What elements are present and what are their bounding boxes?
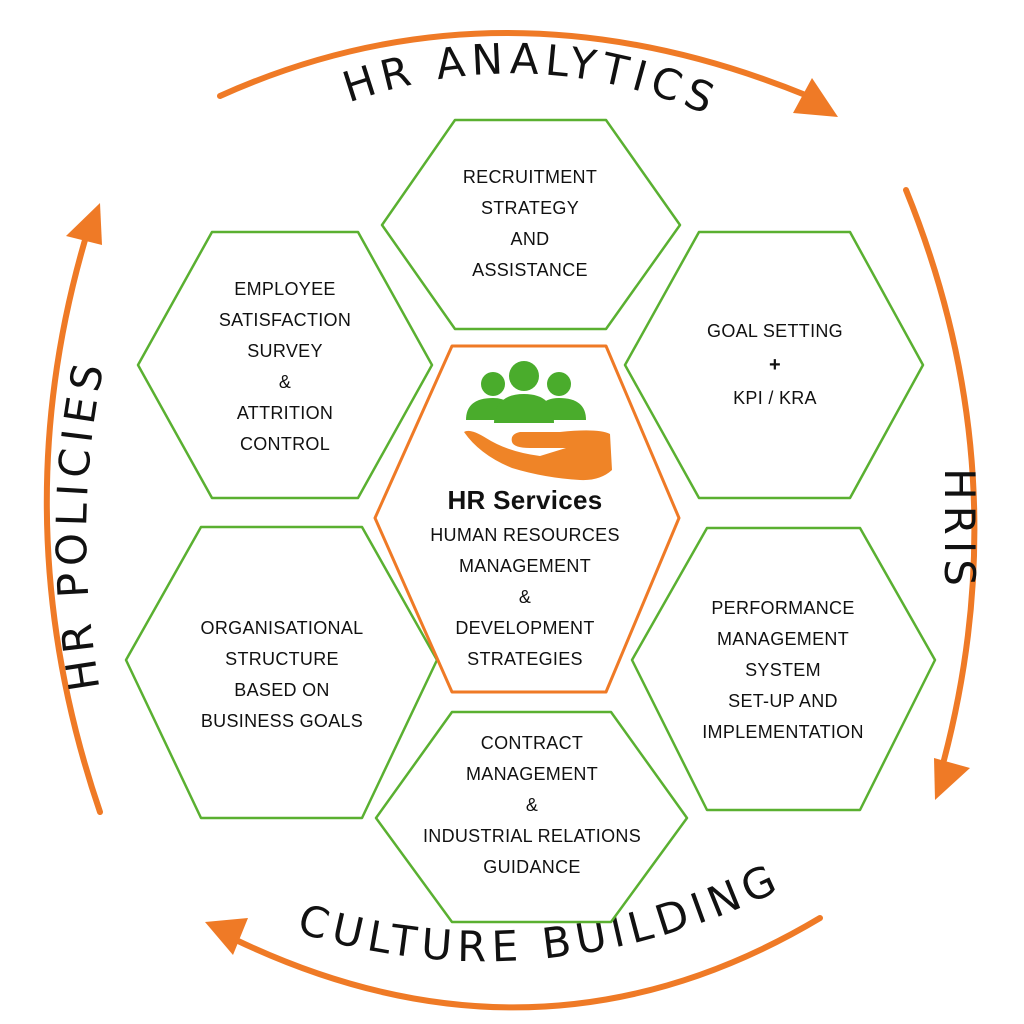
hex-top-text: RECRUITMENT STRATEGY AND ASSISTANCE [420, 160, 640, 288]
arrow-right [903, 187, 978, 763]
ring-label-top-text: HR ANALYTICS [337, 34, 721, 126]
hex-upper-left-line-4: & [278, 372, 292, 392]
arrow-left [43, 227, 103, 815]
hex-upper-left-line-6: CONTROL [239, 434, 331, 454]
people-in-hand-icon [464, 361, 612, 481]
arrow-top [217, 30, 811, 99]
center-line-2: MANAGEMENT [458, 556, 591, 576]
ring-label-left-text: HR POLICIES [47, 354, 108, 695]
hex-lower-right [630, 526, 937, 812]
hex-top-line-4: ASSISTANCE [472, 260, 588, 280]
hex-bottom-line-3: & [525, 794, 539, 815]
center-line-1: HUMAN RESOURCES [430, 525, 620, 545]
hex-upper-left-line-1: EMPLOYEE [234, 279, 336, 299]
arrowhead-top [793, 78, 838, 117]
ring-label-right: HRIS [935, 468, 984, 592]
arrowhead-bottom [205, 918, 248, 955]
hex-upper-right-line-1: GOAL SETTING [707, 321, 843, 341]
hex-upper-left-line-5: ATTRITION [236, 403, 334, 423]
hex-lower-right-line-5: IMPLEMENTATION [702, 721, 864, 742]
hex-lower-left-line-3: BASED ON [234, 680, 330, 700]
hex-lower-left-line-2: STRUCTURE [225, 649, 339, 669]
arrow-bottom [233, 915, 823, 1011]
hex-lower-right-text: PERFORMANCE MANAGEMENT SYSTEM SET-UP AND… [663, 590, 903, 750]
hex-bottom-text: CONTRACT MANAGEMENT & INDUSTRIAL RELATIO… [396, 726, 668, 884]
hex-bottom-line-2: MANAGEMENT [465, 763, 598, 784]
ring-arrows [43, 30, 978, 1011]
ring-label-top: HR ANALYTICS [337, 34, 727, 126]
center-text: HR Services HUMAN RESOURCES MANAGEMENT &… [400, 482, 650, 678]
hex-bottom-line-1: CONTRACT [480, 732, 584, 753]
ring-label-left: HR POLICIES [47, 354, 114, 695]
hex-lower-left-line-4: BUSINESS GOALS [200, 711, 364, 731]
hex-bottom [374, 710, 689, 924]
hex-lower-left-line-1: ORGANISATIONAL [200, 618, 364, 638]
hex-upper-left-text: EMPLOYEE SATISFACTION SURVEY & ATTRITION… [175, 272, 395, 462]
hex-upper-right [623, 230, 925, 500]
hex-lower-right-line-4: SET-UP AND [728, 690, 838, 711]
hex-upper-left-line-2: SATISFACTION [218, 310, 352, 330]
hex-top-line-3: AND [510, 229, 550, 249]
hex-upper-right-line-2: KPI / KRA [733, 388, 817, 408]
hex-lower-right-line-1: PERFORMANCE [711, 597, 855, 618]
hex-lower-right-line-2: MANAGEMENT [716, 628, 849, 649]
hex-upper-left [136, 230, 434, 500]
center-line-4: DEVELOPMENT [455, 618, 595, 638]
hex-bottom-line-4: INDUSTRIAL RELATIONS [422, 825, 642, 846]
arrowheads [66, 78, 970, 955]
hex-upper-right-text: GOAL SETTING + KPI / KRA [665, 310, 885, 420]
arrowhead-left [66, 203, 102, 245]
hex-top-line-1: RECRUITMENT [462, 167, 598, 187]
hex-lower-left-text: ORGANISATIONAL STRUCTURE BASED ON BUSINE… [162, 610, 402, 740]
hex-bottom-line-5: GUIDANCE [483, 856, 581, 877]
center-line-3: & [518, 587, 532, 607]
hex-top-line-2: STRATEGY [480, 198, 580, 218]
center-line-5: STRATEGIES [467, 649, 583, 669]
center-title: HR Services [447, 485, 603, 515]
hex-upper-left-line-3: SURVEY [247, 341, 323, 361]
hex-top [380, 118, 682, 331]
hex-lower-right-line-3: SYSTEM [745, 659, 821, 680]
arrowhead-right [934, 758, 970, 800]
plus-icon: + [769, 354, 781, 376]
